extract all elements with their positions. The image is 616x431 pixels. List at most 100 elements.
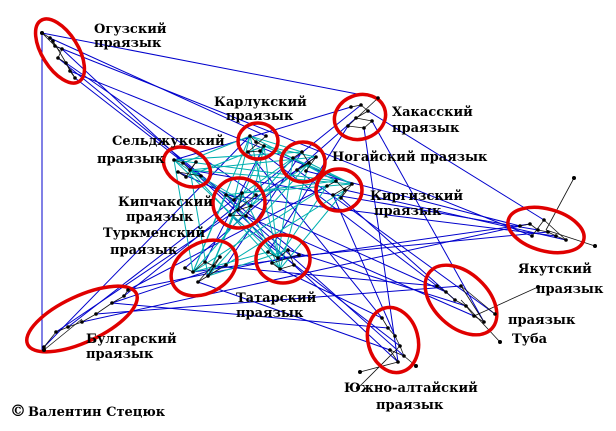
data-point [518, 224, 522, 228]
cluster-label-oguz: праязык [94, 36, 162, 51]
link-line [245, 215, 475, 317]
data-point [359, 103, 363, 107]
cluster-label-nogai: Ногайский праязык [332, 150, 488, 165]
data-point [196, 280, 200, 284]
cluster-internal-line [267, 251, 279, 259]
cluster-internal-line [332, 183, 353, 196]
outlier-line [545, 177, 575, 231]
cluster-internal-line [305, 156, 317, 172]
cluster-label-oguz: Огузский [94, 22, 167, 37]
core-link-line [207, 249, 289, 277]
data-point [435, 284, 439, 288]
data-point [370, 119, 374, 123]
data-point [232, 198, 236, 202]
data-point [184, 175, 188, 179]
cluster-internal-line [229, 194, 257, 216]
cluster-label-southaltai: праязык [376, 398, 444, 413]
cluster-ellipses [25, 17, 586, 375]
cluster-internal-line [347, 125, 365, 129]
cluster-internal-line [381, 317, 389, 329]
link-line [197, 281, 391, 351]
cluster-internal-line [95, 302, 113, 315]
data-point [248, 134, 252, 138]
link-line [43, 135, 251, 348]
link-line [367, 110, 545, 221]
cluster-label-karluk: Карлукский [214, 95, 307, 110]
data-point [258, 149, 262, 153]
data-point [264, 134, 268, 138]
cluster-internal-line [292, 151, 303, 159]
outlier-point [536, 285, 540, 289]
cluster-label-tuva: Туба [512, 332, 548, 347]
cluster-ellipse-kyrgyz [314, 167, 364, 213]
outlier-point [42, 348, 46, 352]
core-link-line [250, 162, 310, 207]
cluster-label-seljuk: праязык [97, 152, 165, 167]
data-point [224, 193, 228, 197]
core-link-line [233, 135, 251, 201]
link-line [41, 32, 379, 99]
cluster-label-turkmen: праязык [110, 243, 178, 258]
data-point [40, 31, 44, 35]
copyright-author: Валентин Стецюк [28, 405, 166, 420]
data-point [199, 174, 203, 178]
data-point [493, 312, 497, 316]
data-point [236, 208, 240, 212]
data-point [60, 47, 64, 51]
link-line [259, 150, 438, 287]
cluster-internal-line [454, 299, 467, 307]
data-point [64, 61, 68, 65]
outlier-line [41, 32, 61, 52]
link-line [192, 223, 531, 273]
cluster-internal-line [277, 249, 289, 259]
data-point [278, 267, 282, 271]
cluster-ellipse-tuva [423, 263, 499, 337]
cluster-internal-line [197, 256, 221, 283]
link-line [61, 48, 399, 363]
data-point [402, 354, 406, 358]
data-point [388, 348, 392, 352]
data-point [286, 248, 290, 252]
link-line [173, 106, 352, 161]
cluster-internal-line [245, 205, 252, 217]
cluster-label-tuva: праязык [508, 313, 576, 328]
core-link-line [292, 157, 337, 182]
cluster-label-yakut: праязык [536, 282, 604, 297]
data-point [396, 360, 400, 364]
data-point [334, 179, 338, 183]
outlier-line [460, 299, 501, 343]
data-point [181, 161, 185, 165]
cluster-internal-line [465, 305, 475, 317]
cluster-internal-line [389, 349, 405, 357]
data-point [42, 345, 46, 349]
cluster-internal-line [43, 331, 57, 348]
cluster-internal-line [271, 254, 300, 264]
outlier-line [473, 286, 539, 317]
data-point [262, 144, 266, 148]
link-line [296, 169, 496, 315]
data-point [48, 36, 52, 40]
cluster-internal-line [460, 285, 485, 323]
data-point [366, 109, 370, 113]
data-point [94, 312, 98, 316]
core-link-line [308, 162, 353, 185]
data-point [464, 304, 468, 308]
data-point [80, 320, 84, 324]
data-point [188, 168, 192, 172]
data-point [254, 140, 258, 144]
data-point [339, 196, 343, 200]
data-point [398, 344, 402, 348]
core-link-line [173, 159, 337, 182]
cluster-ellipse-southaltai [365, 305, 421, 375]
data-point [542, 218, 546, 222]
data-point [343, 188, 347, 192]
core-link-line [189, 169, 353, 185]
data-point [249, 204, 253, 208]
cluster-label-khakas: праязык [392, 121, 460, 136]
link-line [54, 45, 533, 237]
data-point [276, 256, 280, 260]
cluster-label-seljuk: Сельджукский [112, 134, 225, 149]
cluster-ellipse-yakut [506, 205, 586, 255]
copyright-symbol: © [10, 401, 26, 420]
data-point [546, 230, 550, 234]
